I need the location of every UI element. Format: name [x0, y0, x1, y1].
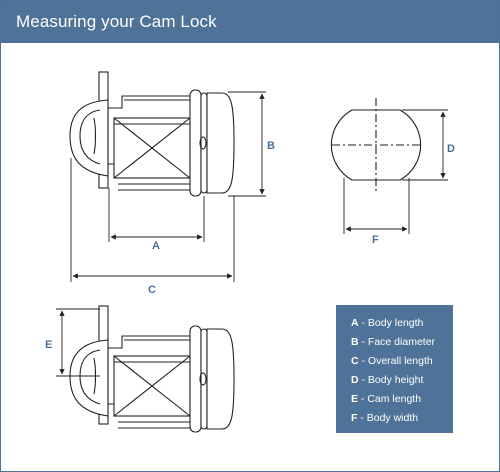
legend-item: F - Body width — [351, 412, 418, 424]
legend-item: D - Body height — [351, 374, 423, 386]
legend-text: - Body width — [357, 412, 419, 424]
page-title: Measuring your Cam Lock — [16, 12, 217, 31]
flange-2 — [189, 325, 202, 433]
sleeve-top — [108, 95, 190, 109]
legend-text: - Face diameter — [358, 336, 436, 348]
legend-letter: D — [351, 374, 359, 386]
legend-item: C - Overall length — [351, 355, 433, 367]
nut — [206, 92, 235, 194]
legend-item: B - Face diameter — [351, 336, 435, 348]
flange — [189, 89, 202, 197]
dimension-f — [343, 178, 410, 234]
legend-letter: C — [351, 355, 359, 367]
legend-text: - Body height — [358, 374, 424, 386]
face-cap-inner — [79, 109, 101, 165]
face-cap-ridge — [93, 117, 97, 155]
legend-letter: B — [351, 336, 359, 348]
face-cap — [69, 99, 109, 177]
dim-a-label: A — [152, 240, 160, 252]
dim-e-label: E — [45, 339, 52, 351]
dimension-e — [56, 308, 100, 377]
face-cap-2 — [69, 339, 109, 417]
flange-notch — [199, 136, 207, 150]
legend-item: A - Body length — [351, 317, 423, 329]
dimension-a — [108, 188, 205, 242]
legend-letter: A — [351, 317, 359, 329]
dim-d-label: D — [447, 143, 455, 155]
legend-box: A - Body length B - Face diameter C - Ov… — [336, 305, 453, 433]
header-bar: Measuring your Cam Lock — [1, 1, 499, 43]
body-cross-2 — [113, 117, 191, 179]
legend-text: - Body length — [358, 317, 424, 329]
legend-item: E - Cam length — [351, 393, 421, 405]
sleeve-top-2 — [108, 335, 190, 349]
side-view-top — [69, 71, 235, 197]
legend-text: - Cam length — [358, 393, 422, 405]
legend-letter: F — [351, 412, 358, 424]
front-view — [330, 98, 422, 192]
dim-f-label: F — [372, 234, 379, 246]
dim-c-label: C — [148, 284, 156, 296]
legend-letter: E — [351, 393, 359, 405]
flange-notch-2 — [199, 372, 207, 386]
legend-text: - Overall length — [358, 355, 433, 367]
dim-b-label: B — [267, 140, 275, 152]
body-cross-4 — [113, 355, 191, 417]
dimension-d — [402, 109, 448, 181]
nut-2 — [206, 328, 235, 430]
side-view-bottom — [69, 305, 235, 433]
dimension-c — [70, 158, 235, 282]
